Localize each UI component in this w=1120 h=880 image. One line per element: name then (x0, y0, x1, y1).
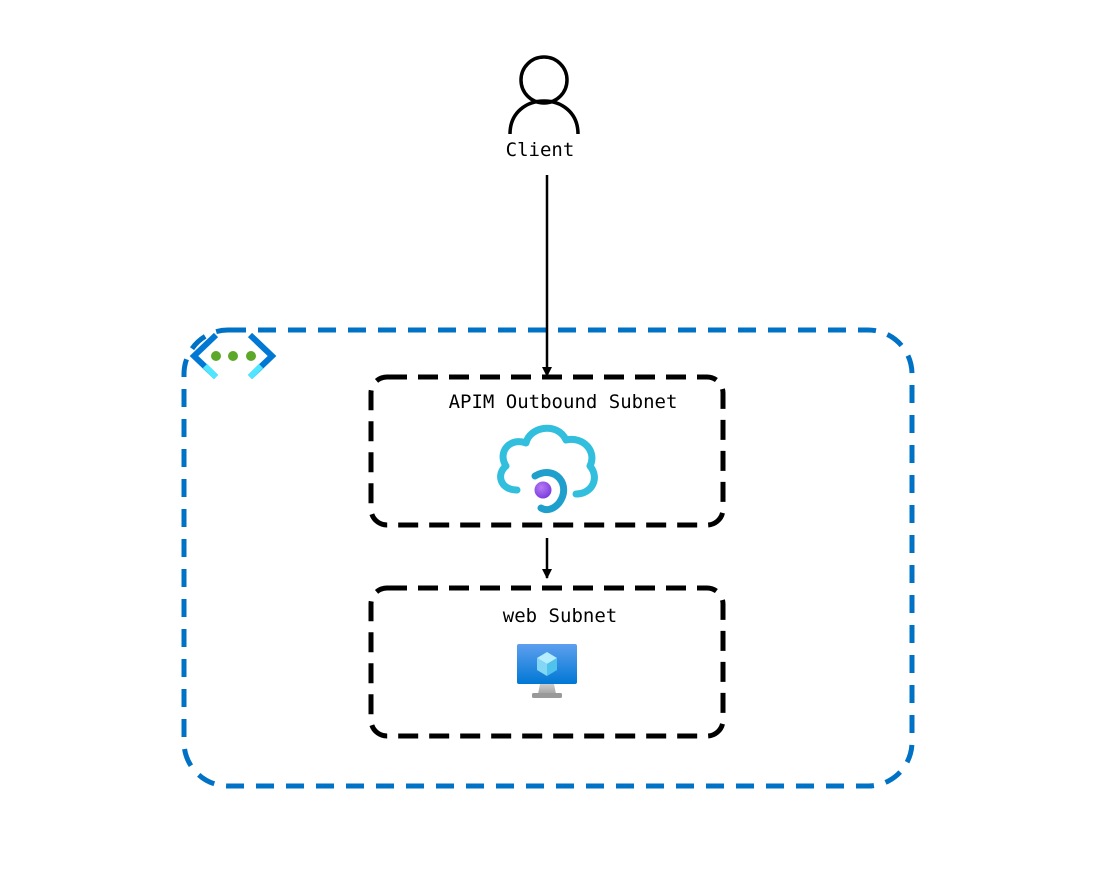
apim-subnet-label: APIM Outbound Subnet (448, 391, 678, 413)
user-icon (508, 55, 580, 135)
client-label: Client (505, 139, 575, 161)
apim-subnet-boundary (368, 374, 726, 528)
virtual-machine-icon (517, 644, 577, 698)
virtual-network-icon (189, 332, 277, 380)
api-management-icon (497, 424, 598, 514)
web-subnet-label: web Subnet (502, 605, 618, 627)
